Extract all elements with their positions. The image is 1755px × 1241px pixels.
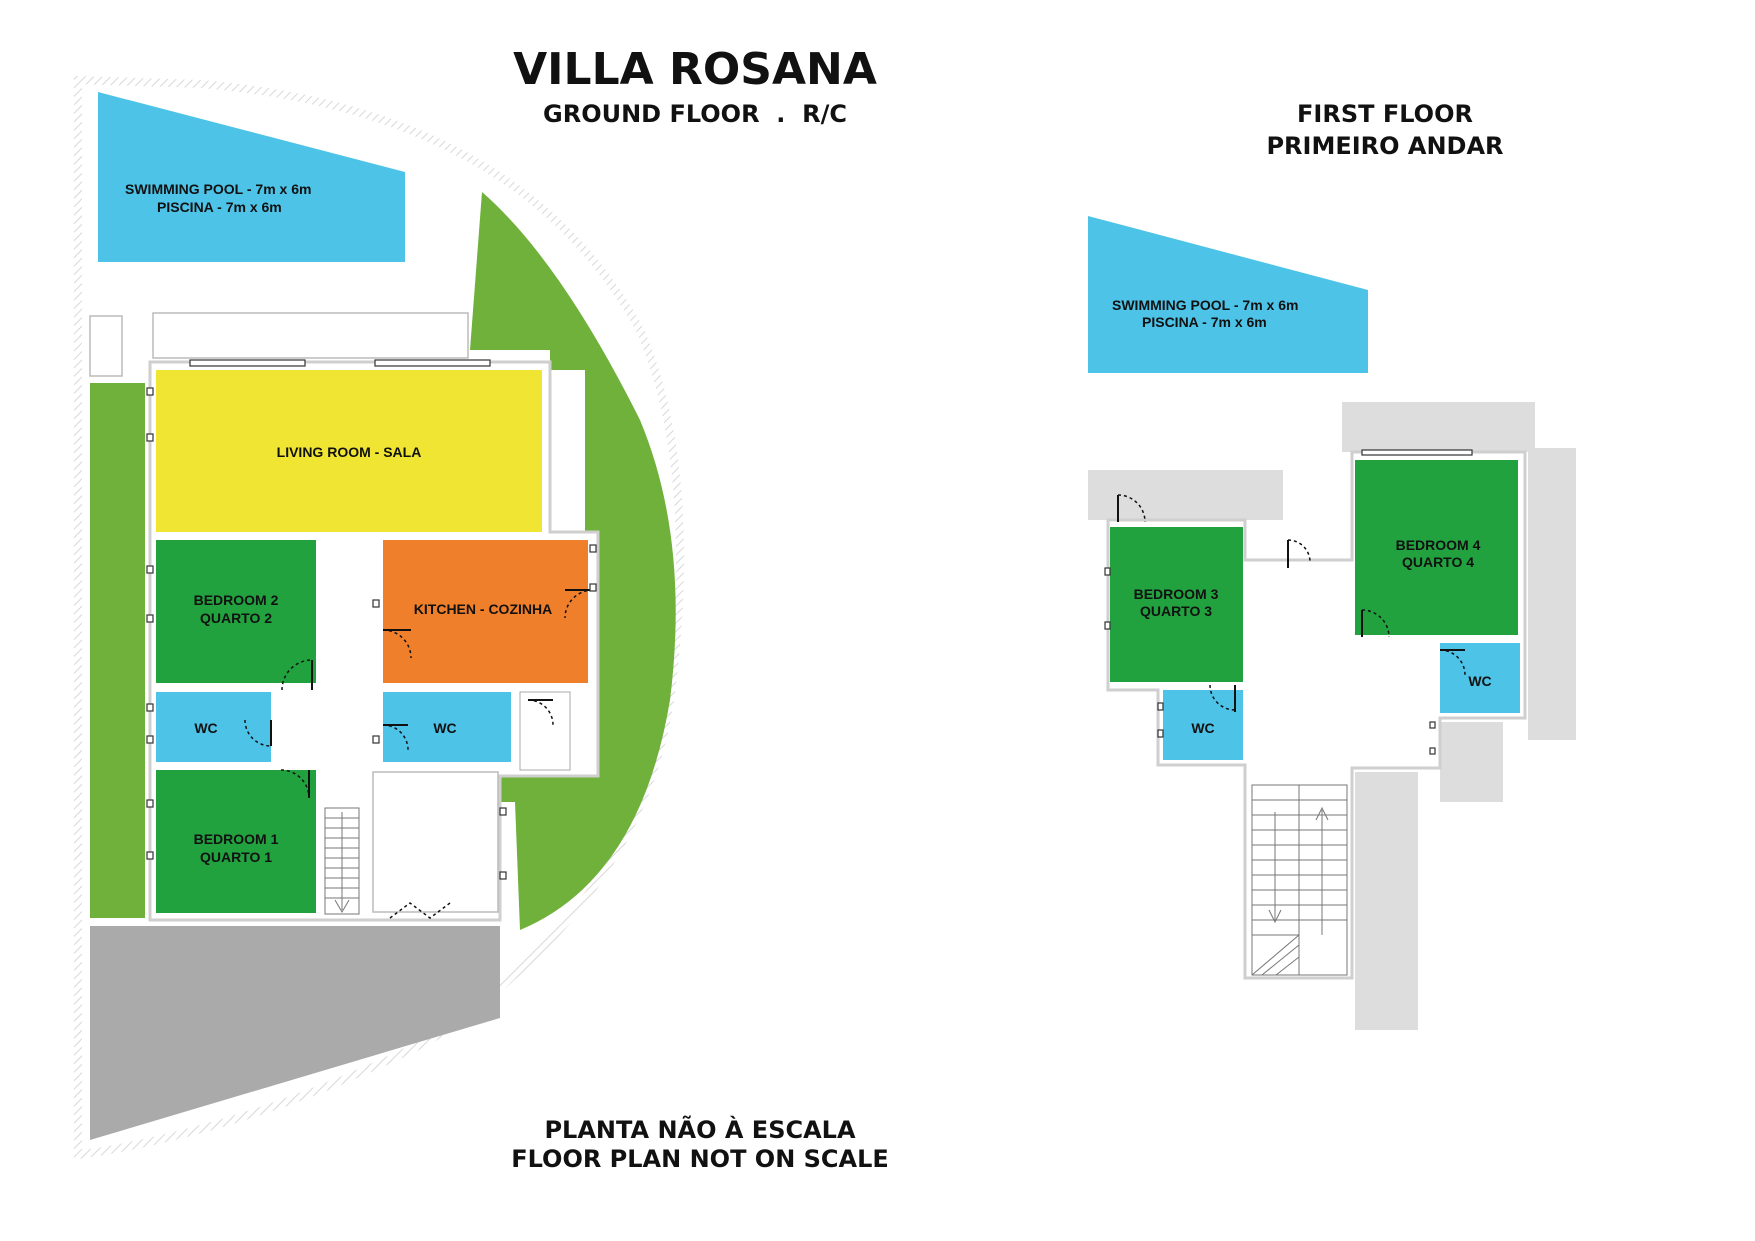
ground-pool [98, 92, 405, 262]
ground-pool-label-2: PISCINA - 7m x 6m [157, 199, 282, 215]
first-stairs [1251, 784, 1348, 976]
bedroom-3-label-1: BEDROOM 3 [1134, 586, 1219, 602]
site-boundary [74, 75, 684, 1160]
wc-first-right-label: WC [1468, 673, 1491, 689]
living-room [156, 370, 542, 532]
ground-doors [244, 589, 594, 919]
bedroom-4-label-2: QUARTO 4 [1402, 554, 1474, 570]
parking-area [90, 926, 500, 1140]
terrace-right [1528, 448, 1576, 740]
bedroom-1 [156, 770, 316, 913]
scale-note-pt: PLANTA NÃO À ESCALA [544, 1115, 855, 1144]
bedroom-3-label-2: QUARTO 3 [1140, 603, 1212, 619]
first-windows [1104, 449, 1473, 755]
entrance-hall [372, 771, 499, 913]
shed-outline [89, 315, 123, 377]
kitchen [383, 540, 588, 683]
bedroom-4 [1355, 460, 1518, 635]
living-room-label: LIVING ROOM - SALA [277, 444, 422, 460]
bedroom-2-label-1: BEDROOM 2 [194, 592, 279, 608]
bedroom-3 [1110, 527, 1243, 682]
terrace-bottom [1355, 772, 1418, 1030]
first-floor-title: FIRST FLOOR [1297, 100, 1473, 128]
kitchen-label: KITCHEN - COZINHA [414, 601, 552, 617]
first-pool-label-2: PISCINA - 7m x 6m [1142, 314, 1267, 330]
wc-ground-right-label: WC [433, 720, 456, 736]
scale-note-en: FLOOR PLAN NOT ON SCALE [511, 1145, 889, 1173]
wc-first-left-label: WC [1191, 720, 1214, 736]
first-pool-label-1: SWIMMING POOL - 7m x 6m [1112, 297, 1298, 313]
ground-stairs [324, 807, 360, 915]
wc-ground-left-label: WC [194, 720, 217, 736]
terrace-outline [152, 312, 469, 359]
bedroom-2 [156, 540, 316, 683]
storage-room [519, 691, 571, 771]
bedroom-1-label-2: QUARTO 1 [200, 849, 272, 865]
first-doors [1117, 494, 1466, 712]
plan-title: VILLA ROSANA [513, 44, 877, 95]
first-floor-subtitle: PRIMEIRO ANDAR [1266, 132, 1503, 160]
wc-ground-left [156, 692, 271, 762]
ground-windows [146, 359, 597, 880]
ground-floor-subtitle: GROUND FLOOR . R/C [543, 100, 847, 128]
bedroom-2-label-2: QUARTO 2 [200, 610, 272, 626]
garden-left [90, 383, 145, 918]
wc-first-left [1163, 690, 1243, 760]
terrace-top [1342, 402, 1535, 452]
ground-pool-label-1: SWIMMING POOL - 7m x 6m [125, 181, 311, 197]
bedroom-1-label-1: BEDROOM 1 [194, 831, 279, 847]
terrace-mid [1440, 722, 1503, 802]
bedroom-4-label-1: BEDROOM 4 [1396, 537, 1481, 553]
wc-ground-right [383, 692, 511, 762]
first-pool [1088, 216, 1368, 373]
